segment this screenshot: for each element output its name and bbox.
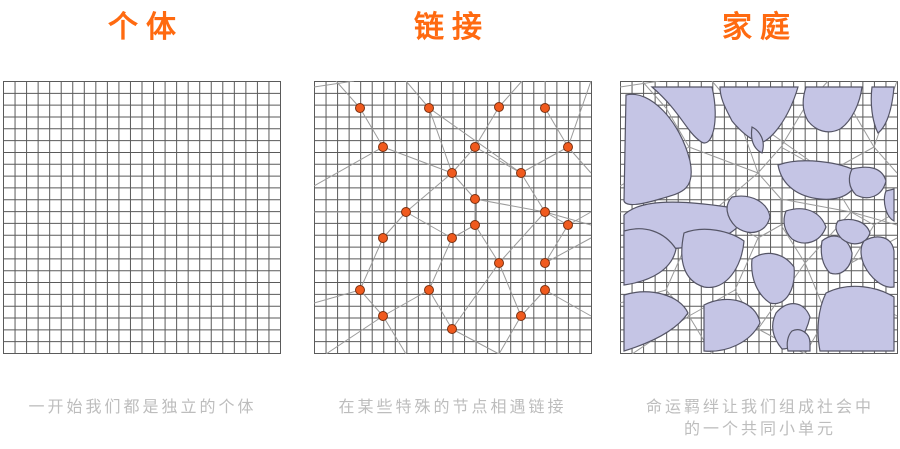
node-dot-icon <box>540 207 550 217</box>
node-dot-icon <box>494 102 504 112</box>
node-dot-icon <box>424 285 434 295</box>
node-dot-icon <box>470 194 480 204</box>
connection-edges <box>314 81 592 354</box>
cell-blob <box>623 93 692 206</box>
node-dot-icon <box>563 142 573 152</box>
node-dot-icon <box>355 285 365 295</box>
caption-line: 一开始我们都是独立的个体 <box>28 397 257 416</box>
caption-connection: 在某些特殊的节点相遇链接 <box>310 396 595 418</box>
cell-blob <box>883 188 895 222</box>
panel-individual-grid <box>3 81 281 354</box>
node-dot-icon <box>378 142 388 152</box>
grid-diagram <box>3 81 281 354</box>
caption-individual: 一开始我们都是独立的个体 <box>0 396 285 418</box>
cell-blob <box>802 86 863 133</box>
grid-lines <box>3 81 281 354</box>
node-dot-icon <box>516 311 526 321</box>
node-dot-icon <box>540 258 550 268</box>
node-dot-icon <box>563 220 573 230</box>
node-dot-icon <box>401 207 411 217</box>
grid-lines <box>314 81 592 354</box>
node-dot-icon <box>447 233 457 243</box>
cell-blob <box>848 166 887 199</box>
node-dot-icon <box>447 324 457 334</box>
caption-line: 在某些特殊的节点相遇链接 <box>338 397 567 416</box>
cell-blob <box>835 218 871 245</box>
node-dot-icon <box>540 103 550 113</box>
panel-family-cells <box>620 81 898 354</box>
panel-connection-network <box>314 81 592 354</box>
cell-blob <box>751 252 795 305</box>
cell-diagram <box>620 81 898 354</box>
cell-blob <box>783 208 827 244</box>
cell-blob <box>860 236 895 288</box>
cell-blob <box>703 298 761 352</box>
cell-blob <box>786 329 811 352</box>
caption-line: 的一个共同小单元 <box>683 419 836 438</box>
cell-blob <box>681 228 745 288</box>
cell-blob <box>726 195 771 234</box>
network-diagram <box>314 81 592 354</box>
title-connection: 链接 <box>414 10 490 45</box>
connection-nodes <box>355 102 573 334</box>
cell-blob <box>623 228 677 286</box>
cell-blob <box>623 291 689 352</box>
title-family: 家庭 <box>722 10 798 45</box>
cell-blob <box>719 86 799 144</box>
node-dot-icon <box>378 311 388 321</box>
caption-family: 命运羁绊让我们组成社会中 的一个共同小单元 <box>615 396 900 440</box>
family-cells <box>623 86 895 352</box>
node-dot-icon <box>355 103 365 113</box>
node-dot-icon <box>494 258 504 268</box>
node-dot-icon <box>447 168 457 178</box>
node-dot-icon <box>470 220 480 230</box>
title-individual: 个体 <box>108 10 184 45</box>
cell-blob <box>870 86 895 134</box>
caption-line: 命运羁绊让我们组成社会中 <box>645 397 874 416</box>
cell-blob <box>650 86 716 144</box>
node-dot-icon <box>540 285 550 295</box>
cell-blob <box>817 285 895 352</box>
node-dot-icon <box>516 168 526 178</box>
node-dot-icon <box>424 103 434 113</box>
node-dot-icon <box>470 142 480 152</box>
cell-blob <box>777 160 861 200</box>
node-dot-icon <box>378 233 388 243</box>
cell-blob <box>750 126 764 154</box>
